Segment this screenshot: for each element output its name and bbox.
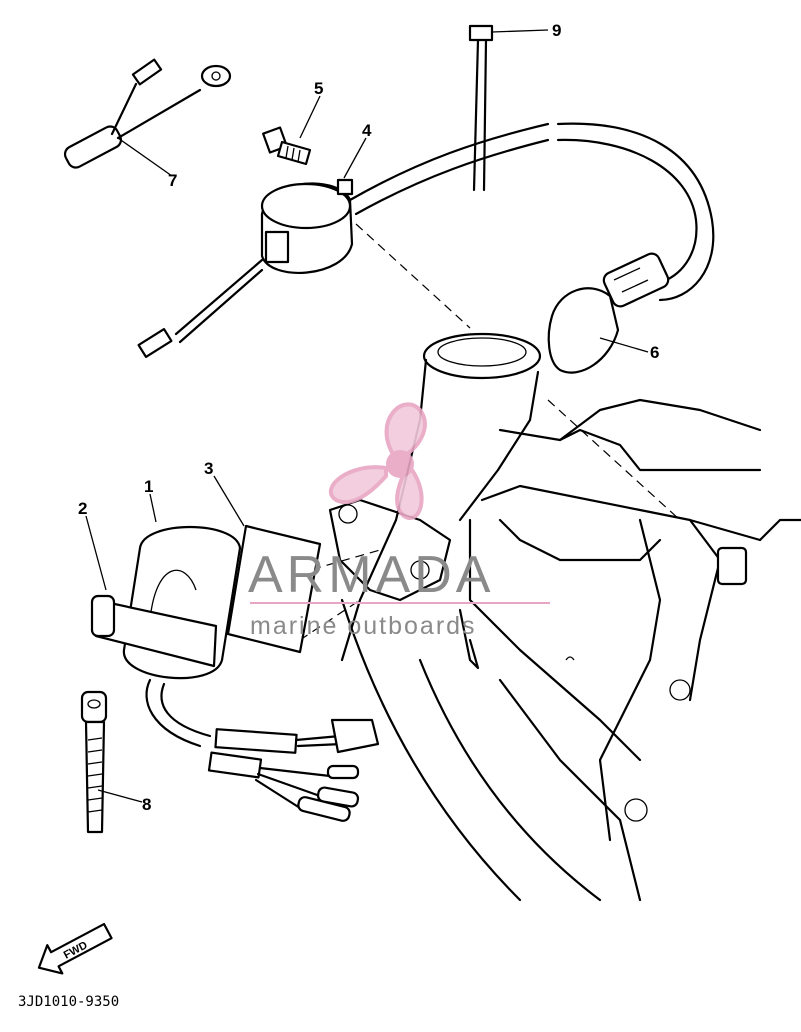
lead-wire-7	[63, 58, 232, 169]
callout-3: 3	[204, 459, 213, 478]
cdi-assembly	[90, 524, 380, 822]
fwd-arrow: FWD	[37, 922, 113, 975]
callout-2: 2	[78, 499, 87, 518]
watermark-brand: ARMADA	[248, 546, 494, 604]
cable-tie-9	[468, 24, 494, 192]
frame-structure	[328, 332, 801, 902]
callout-5: 5	[314, 79, 323, 98]
watermark: ARMADA marine outboards	[248, 402, 550, 640]
callout-7: 7	[168, 171, 177, 190]
plug-cap-6	[547, 252, 670, 374]
callout-9: 9	[552, 21, 561, 40]
ignition-coil-4	[137, 122, 715, 358]
callout-1: 1	[144, 477, 153, 496]
callout-6: 6	[650, 343, 659, 362]
callout-4: 4	[362, 121, 372, 140]
bolt-5	[262, 126, 312, 166]
callout-8: 8	[142, 795, 151, 814]
watermark-tagline: marine outboards	[250, 612, 477, 640]
cable-band-8	[80, 690, 108, 834]
leader-lines	[85, 29, 649, 803]
callouts: 9 5 4 7 6 3 1 2 8	[78, 21, 659, 814]
propeller-icon	[328, 402, 427, 520]
part-code: 3JD1010-9350	[18, 994, 119, 1010]
assembly-lines	[239, 223, 681, 641]
